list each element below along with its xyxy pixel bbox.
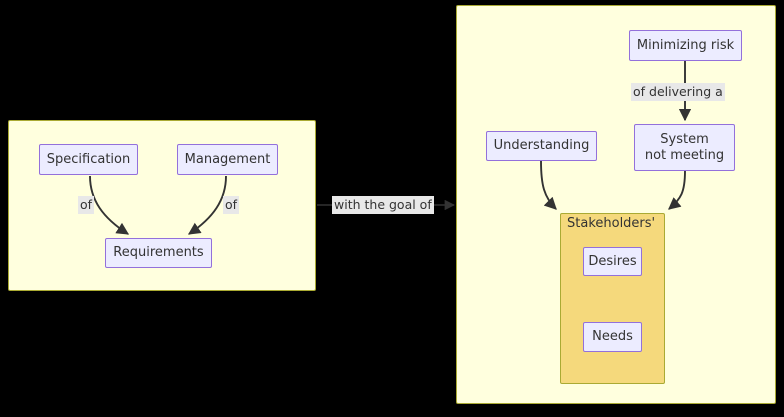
node-requirements[interactable]: Requirements xyxy=(105,238,212,268)
node-specification[interactable]: Specification xyxy=(39,144,138,175)
stakeholders-group xyxy=(560,213,665,384)
node-needs[interactable]: Needs xyxy=(583,322,642,352)
edge-understanding-stakeholders xyxy=(540,160,557,210)
edge-label-of-delivering-a: of delivering a xyxy=(631,83,725,101)
edge-label-connector: with the goal of xyxy=(332,196,434,214)
edge-label-management-of: of xyxy=(223,196,240,214)
edge-system-stakeholders xyxy=(668,170,686,210)
edge-specification-requirements xyxy=(89,175,130,235)
node-system-not-meeting[interactable]: System not meeting xyxy=(634,124,735,171)
node-understanding[interactable]: Understanding xyxy=(486,131,597,161)
node-minimizing-risk[interactable]: Minimizing risk xyxy=(629,30,742,61)
edge-label-specification-of: of xyxy=(78,196,95,214)
stakeholders-group-label: Stakeholders' xyxy=(567,216,656,231)
node-desires[interactable]: Desires xyxy=(583,247,642,276)
edge-management-requirements xyxy=(187,175,227,235)
node-management[interactable]: Management xyxy=(177,144,278,175)
